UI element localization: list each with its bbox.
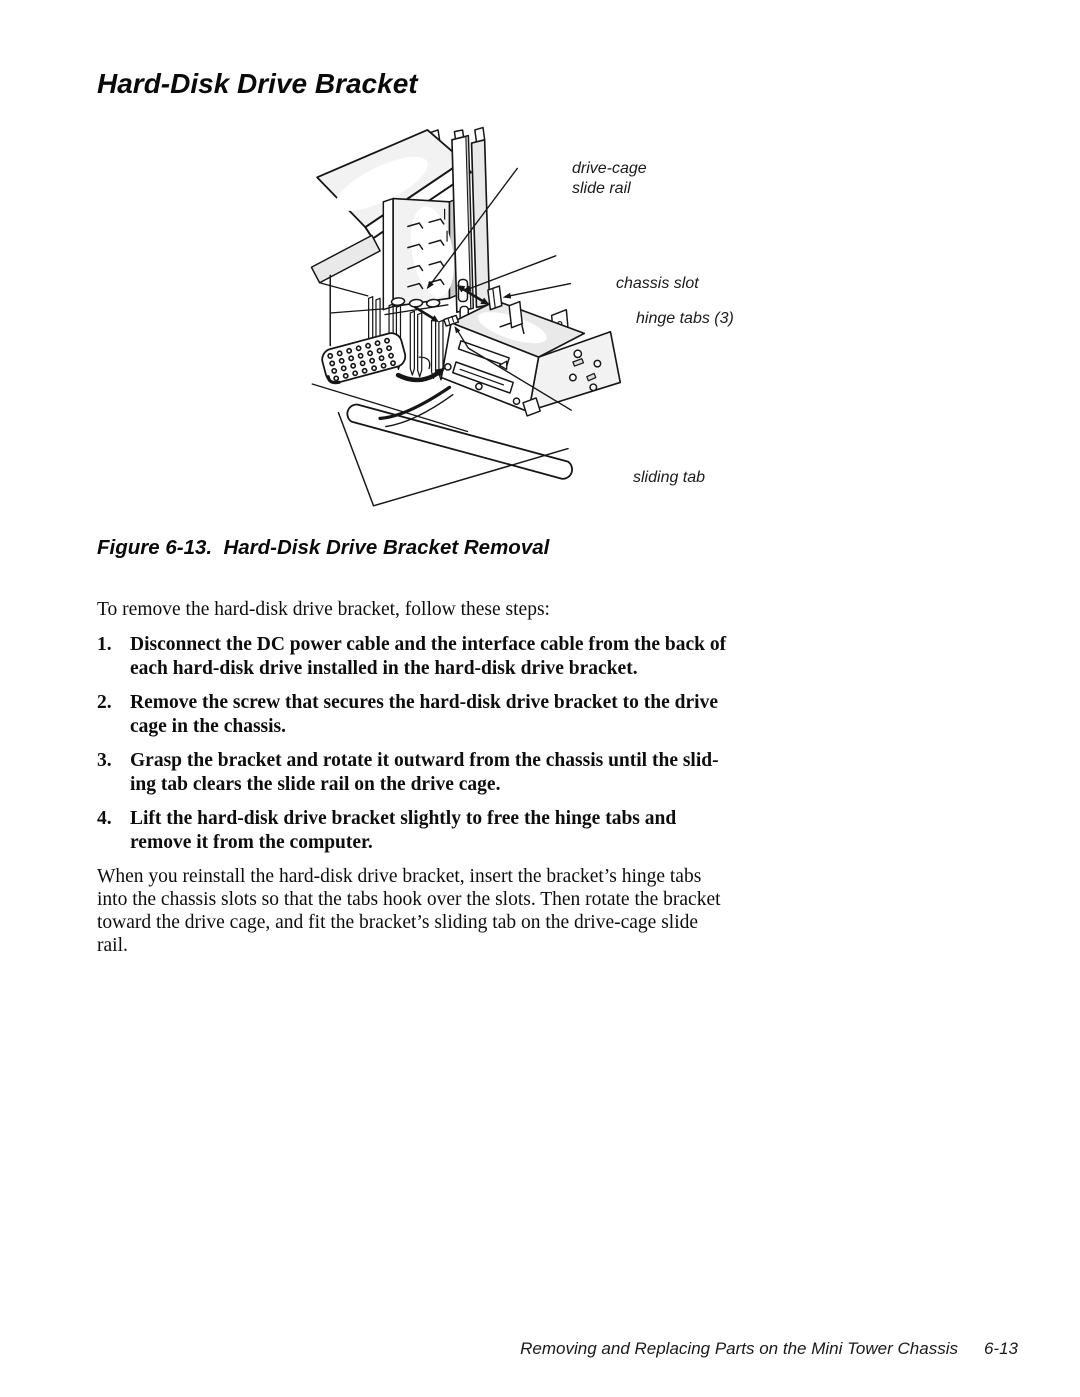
step-text-line: Disconnect the DC power cable and the in… xyxy=(130,634,727,655)
closing-line: into the chassis slots so that the tabs … xyxy=(97,889,721,910)
callout-lines xyxy=(426,167,572,411)
callout-line-2: slide rail xyxy=(572,180,631,197)
callout-drive-cage-slide-rail: drive-cage slide rail xyxy=(572,159,647,199)
step-text-line: ing tab clears the slide rail on the dri… xyxy=(130,773,501,795)
page-number: 6-13 xyxy=(983,1339,1018,1358)
step-item-1: 1. Disconnect the DC power cable and the… xyxy=(97,633,817,680)
step-text: Remove the screw that secures the hard-d… xyxy=(130,691,817,738)
step-item-2: 2. Remove the screw that secures the har… xyxy=(97,691,817,738)
callout-hinge-tabs: hinge tabs (3) xyxy=(636,310,734,327)
callout-chassis-slot: chassis slot xyxy=(616,275,699,292)
step-number: 3. xyxy=(97,750,112,771)
step-text: Lift the hard-disk drive bracket slightl… xyxy=(130,807,817,854)
page-title: Hard-Disk Drive Bracket xyxy=(97,68,418,99)
step-text-line: Remove the screw that secures the hard-d… xyxy=(130,692,718,713)
callout-line-1: drive-cage xyxy=(572,160,647,177)
footer: Removing and Replacing Parts on the Mini… xyxy=(0,1339,1018,1359)
step-text: Disconnect the DC power cable and the in… xyxy=(130,633,817,680)
step-text-line: Grasp the bracket and rotate it outward … xyxy=(130,750,719,771)
motion-arrows xyxy=(395,285,490,383)
step-text-line: each hard-disk drive installed in the ha… xyxy=(130,657,638,679)
closing-line: When you reinstall the hard-disk drive b… xyxy=(97,866,702,887)
step-item-4: 4. Lift the hard-disk drive bracket slig… xyxy=(97,807,817,854)
body-text: To remove the hard-disk drive bracket, f… xyxy=(97,598,817,957)
step-item-3: 3. Grasp the bracket and rotate it outwa… xyxy=(97,749,817,796)
step-number: 1. xyxy=(97,634,112,655)
step-text: Grasp the bracket and rotate it outward … xyxy=(130,749,817,796)
chassis-drawing xyxy=(310,126,622,507)
callout-sliding-tab: sliding tab xyxy=(633,469,706,486)
step-number: 4. xyxy=(97,808,112,829)
intro-paragraph: To remove the hard-disk drive bracket, f… xyxy=(97,599,550,620)
step-text-line: cage in the chassis. xyxy=(130,715,286,737)
closing-line: toward the drive cage, and fit the brack… xyxy=(97,912,699,933)
step-text-line: remove it from the computer. xyxy=(130,831,373,853)
closing-line: rail. xyxy=(97,935,128,956)
figure-caption: Figure 6-13. Hard-Disk Drive Bracket Rem… xyxy=(97,536,550,559)
footer-text: Removing and Replacing Parts on the Mini… xyxy=(520,1339,958,1358)
closing-paragraph: When you reinstall the hard-disk drive b… xyxy=(97,865,817,957)
step-text-line: Lift the hard-disk drive bracket slightl… xyxy=(130,808,677,829)
figure-illustration: drive-cage slide rail chassis slot hinge… xyxy=(0,0,1080,620)
step-number: 2. xyxy=(97,692,112,713)
